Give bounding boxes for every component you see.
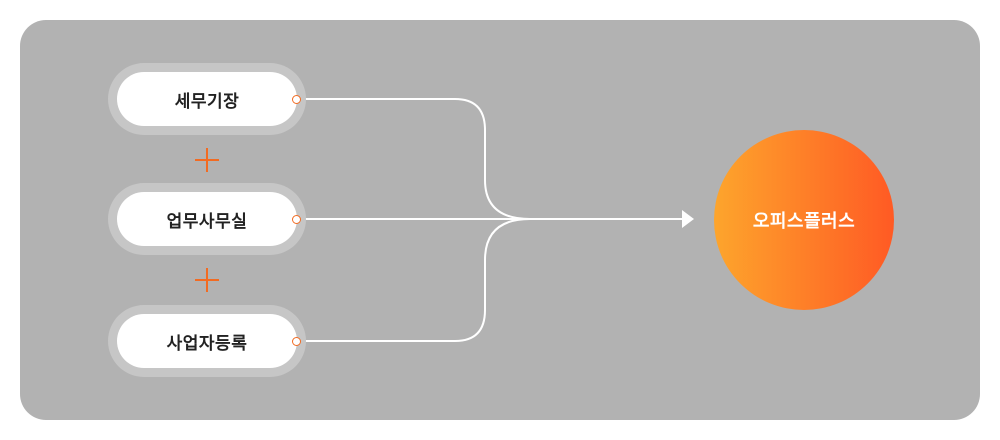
arrow-head-icon [682, 210, 694, 228]
source-node-label: 업무사무실 [117, 192, 297, 246]
target-node: 오피스플러스 [714, 130, 894, 310]
source-node-label: 세무기장 [117, 72, 297, 126]
connector-line-3 [300, 218, 531, 342]
plus-icon [195, 148, 219, 172]
source-node-label: 사업자등록 [117, 314, 297, 368]
source-node-2: 업무사무실 [108, 183, 306, 255]
target-node-label: 오피스플러스 [752, 211, 856, 232]
connector-line-1 [300, 98, 531, 220]
plus-icon [195, 268, 219, 292]
connector-dot-icon [292, 337, 301, 346]
source-node-1: 세무기장 [108, 63, 306, 135]
source-node-3: 사업자등록 [108, 305, 306, 377]
connector-dot-icon [292, 215, 301, 224]
connector-dot-icon [292, 95, 301, 104]
